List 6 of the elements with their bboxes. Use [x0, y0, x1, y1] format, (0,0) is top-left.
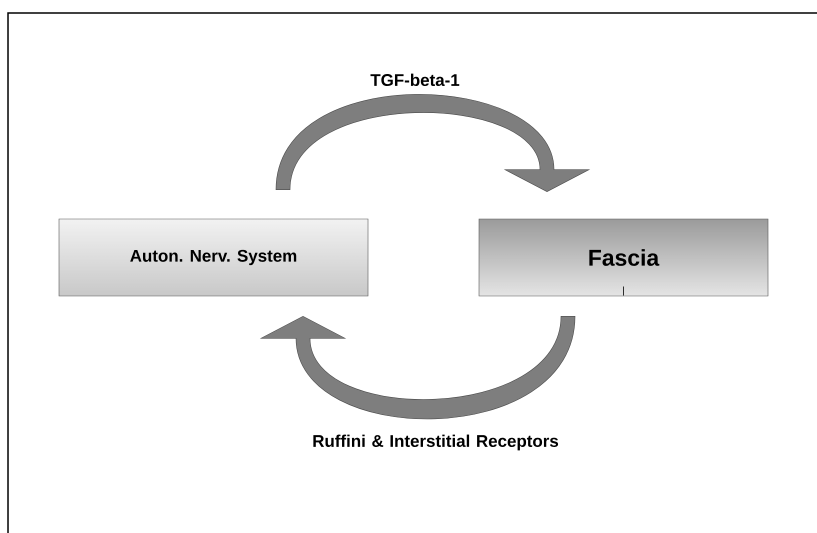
process-box: Auton. Nerv. System	[58, 218, 368, 296]
curved-arrow	[276, 94, 590, 192]
curved-arrow	[260, 316, 576, 420]
edge-label: Ruffini & Interstitial Receptors	[313, 434, 558, 450]
process-box: Fascia	[478, 218, 768, 296]
edge-label: TGF-beta-1	[370, 74, 460, 86]
